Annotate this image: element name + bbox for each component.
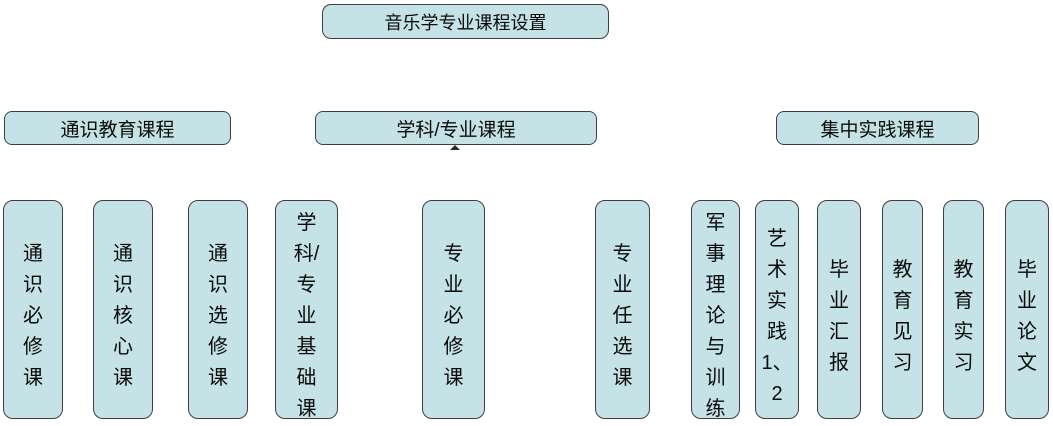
- category-label: 学科/专业课程: [396, 119, 516, 141]
- category-label: 通识教育课程: [60, 119, 175, 141]
- course-label: 学 科/ 专 业 基 础 课: [293, 212, 320, 420]
- course-node-general-core: 通 识 核 心 课: [93, 200, 153, 419]
- course-node-major-elective: 专 业 任 选 课: [595, 200, 650, 419]
- course-label: 通 识 必 修 课: [23, 243, 43, 389]
- course-node-education-internship: 教 育 实 习: [943, 200, 984, 419]
- course-label: 毕 业 论 文: [1017, 258, 1037, 374]
- course-node-education-observation: 教 育 见 习: [882, 200, 923, 419]
- course-node-discipline-foundation: 学 科/ 专 业 基 础 课: [275, 200, 338, 420]
- course-label: 毕 业 汇 报: [829, 258, 849, 374]
- category-node-discipline-major: 学科/专业课程: [315, 111, 597, 145]
- course-node-general-elective: 通 识 选 修 课: [188, 200, 248, 419]
- course-node-graduation-report: 毕 业 汇 报: [817, 200, 861, 419]
- course-label: 通 识 核 心 课: [113, 243, 133, 389]
- root-node: 音乐学专业课程设置: [322, 4, 609, 39]
- course-label: 教 育 实 习: [953, 258, 974, 374]
- course-label: 专 业 必 修 课: [443, 243, 464, 389]
- root-node-label: 音乐学专业课程设置: [384, 12, 547, 33]
- course-label: 艺 术 实 践 1、2: [761, 227, 793, 405]
- course-node-major-required: 专 业 必 修 课: [422, 200, 485, 419]
- connector-arrow: [450, 145, 460, 150]
- course-node-general-required: 通 识 必 修 课: [3, 200, 63, 419]
- course-label: 通 识 选 修 课: [208, 243, 228, 389]
- course-label: 教 育 见 习: [892, 258, 913, 374]
- category-node-general-education: 通识教育课程: [4, 111, 231, 145]
- course-node-art-practice: 艺 术 实 践 1、2: [755, 200, 799, 419]
- course-node-military-theory-training: 军 事 理 论 与 训 练: [691, 200, 740, 420]
- category-node-concentrated-practice: 集中实践课程: [776, 111, 979, 145]
- course-label: 军 事 理 论 与 训 练: [705, 212, 726, 420]
- course-node-graduation-thesis: 毕 业 论 文: [1005, 200, 1049, 419]
- category-label: 集中实践课程: [820, 119, 935, 141]
- course-label: 专 业 任 选 课: [612, 243, 633, 389]
